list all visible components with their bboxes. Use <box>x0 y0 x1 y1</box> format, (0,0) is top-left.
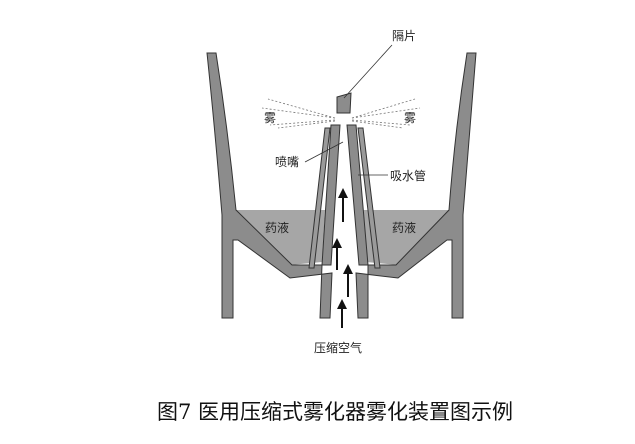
nozzle-left <box>321 124 341 266</box>
suction-tube-left <box>308 127 331 269</box>
baffle-leader <box>343 44 393 99</box>
liquid-left <box>233 210 325 265</box>
suction-tube-label: 吸水管 <box>390 168 426 183</box>
compressed-air-label: 压缩空气 <box>314 340 362 355</box>
right-wall <box>355 52 477 319</box>
mist-lines <box>261 98 421 129</box>
nozzle-leader <box>304 141 344 163</box>
suction-tube-right <box>357 127 381 269</box>
liquid-right-label: 药液 <box>392 220 416 235</box>
mist-right-label: 雾 <box>404 111 416 125</box>
nozzle-right <box>346 124 369 266</box>
liquid-left-label: 药液 <box>265 220 289 235</box>
nozzle-label: 喷嘴 <box>275 155 299 169</box>
left-wall <box>206 52 333 319</box>
figure-caption: 图7 医用压缩式雾化器雾化装置图示例 <box>156 400 514 424</box>
baffle-label: 隔片 <box>392 29 416 43</box>
mist-left-label: 雾 <box>264 111 276 125</box>
air-arrows <box>332 188 353 328</box>
liquid-right <box>362 210 450 265</box>
baffle <box>336 92 352 114</box>
